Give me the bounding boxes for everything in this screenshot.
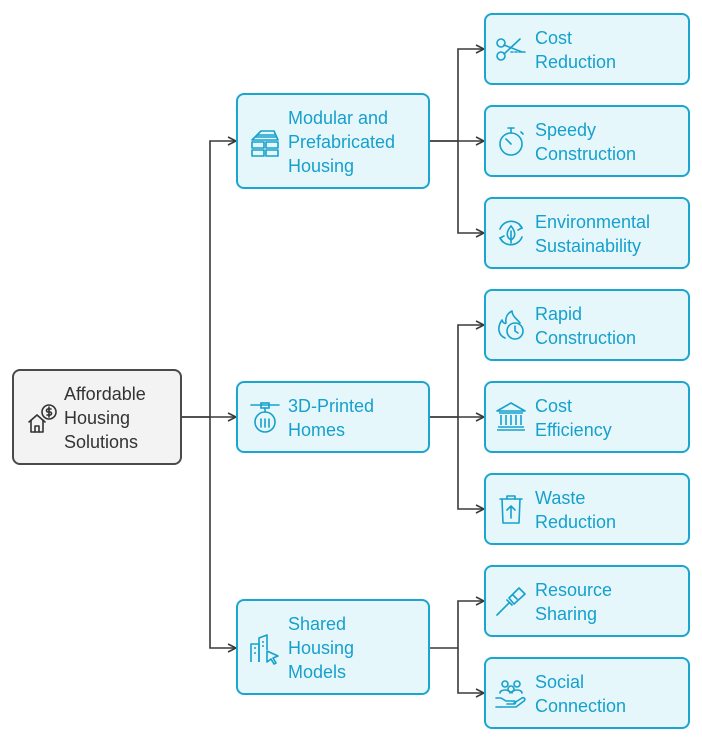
- 3d-printer-icon: [250, 402, 280, 433]
- leaf-label: Cost Reduction: [535, 28, 617, 72]
- leaf-cost-reduction[interactable]: Cost Reduction: [484, 13, 690, 85]
- connector-cat2-child3: [457, 417, 484, 509]
- leaf-label: Cost Efficiency: [535, 396, 612, 440]
- connector-root-cat3: [209, 417, 236, 648]
- stopwatch-icon: [499, 127, 524, 156]
- leaf-social-connection[interactable]: Social Connection: [484, 657, 690, 729]
- people-hand-icon: [495, 680, 526, 708]
- root-label: Affordable Housing Solutions: [64, 384, 146, 452]
- connector-root-cat1: [182, 141, 236, 418]
- bank-icon: [496, 402, 526, 431]
- buildings-cursor-icon: [250, 634, 279, 665]
- leaf-label: Waste Reduction: [535, 488, 617, 532]
- leaf-resource-sharing[interactable]: Resource Sharing: [484, 565, 690, 637]
- recycle-bin-icon: [499, 495, 523, 524]
- leaf-label: Social Connection: [535, 672, 627, 716]
- eco-cycle-icon: [498, 220, 524, 246]
- modular-blocks-icon: [251, 130, 279, 157]
- connector-cat3-child2: [457, 648, 484, 693]
- leaf-rapid-construction[interactable]: Rapid Construction: [484, 289, 690, 361]
- leaf-label: Rapid Construction: [535, 304, 637, 348]
- leaf-label: Resource Sharing: [535, 580, 613, 624]
- connector-cat2-child1: [430, 325, 484, 418]
- connector-cat3-child1: [430, 601, 484, 649]
- scissors-icon: [496, 38, 526, 61]
- leaf-waste-reduction[interactable]: Waste Reduction: [484, 473, 690, 545]
- broom-icon: [496, 587, 526, 616]
- leaf-label: Environmental Sustainability: [535, 212, 651, 256]
- category-label: Shared Housing Models: [288, 614, 355, 682]
- leaf-environmental-sustainability[interactable]: Environmental Sustainability: [484, 197, 690, 269]
- leaf-speedy-construction[interactable]: Speedy Construction: [484, 105, 690, 177]
- leaf-label: Speedy Construction: [535, 120, 637, 164]
- category-shared-housing[interactable]: Shared Housing Models: [236, 599, 430, 695]
- connector-cat1-child3: [457, 141, 484, 233]
- category-label: Modular and Prefabricated Housing: [288, 108, 396, 176]
- category-label: 3D-Printed Homes: [288, 396, 375, 440]
- house-dollar-icon: [28, 404, 57, 433]
- leaf-cost-efficiency[interactable]: Cost Efficiency: [484, 381, 690, 453]
- fire-clock-icon: [498, 310, 524, 340]
- connector-cat1-child1: [430, 49, 484, 142]
- category-modular-housing[interactable]: Modular and Prefabricated Housing: [236, 93, 430, 189]
- root-node[interactable]: Affordable Housing Solutions: [12, 369, 182, 465]
- category-3d-printed-homes[interactable]: 3D-Printed Homes: [236, 381, 430, 453]
